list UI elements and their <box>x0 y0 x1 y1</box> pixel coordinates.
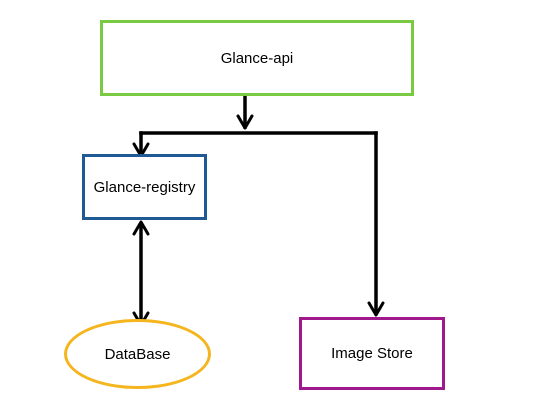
arrowhead-registry-bottom <box>132 220 150 236</box>
node-image-store: Image Store <box>299 317 445 390</box>
node-glance-registry-label: Glance-registry <box>93 178 196 196</box>
node-database: DataBase <box>64 319 211 389</box>
node-glance-api-label: Glance-api <box>220 49 294 67</box>
arrowhead-api-trunk <box>236 114 254 130</box>
node-database-label: DataBase <box>104 345 171 363</box>
node-glance-registry: Glance-registry <box>82 154 207 220</box>
arrowhead-image-store <box>367 301 385 317</box>
node-image-store-label: Image Store <box>331 345 413 362</box>
node-glance-api: Glance-api <box>100 20 414 96</box>
